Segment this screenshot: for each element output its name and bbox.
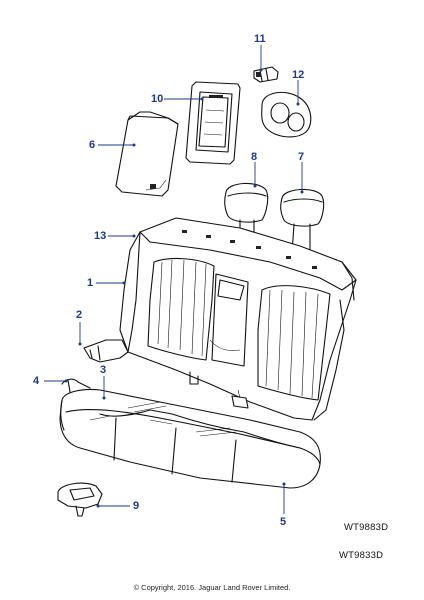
part-9-buckle-guide — [57, 482, 103, 517]
callout-1[interactable]: 1 — [87, 277, 94, 289]
callout-2[interactable]: 2 — [76, 309, 83, 321]
part-7-headrest — [280, 188, 325, 255]
part-4-front-edge — [61, 378, 91, 393]
part-6-armrest — [115, 111, 179, 197]
leader-lines — [44, 45, 304, 514]
callout-12[interactable]: 12 — [292, 69, 305, 81]
callout-9[interactable]: 9 — [133, 500, 140, 512]
part-11-clip — [253, 66, 279, 83]
callout-13[interactable]: 13 — [94, 230, 107, 242]
callout-6[interactable]: 6 — [89, 139, 96, 151]
callout-11[interactable]: 11 — [254, 33, 266, 45]
reference-code-secondary: WT9833D — [339, 550, 384, 561]
part-5-seat-cushion — [59, 388, 321, 489]
mounting-brackets — [189, 371, 249, 409]
callout-8[interactable]: 8 — [251, 151, 258, 163]
callout-5[interactable]: 5 — [280, 516, 287, 528]
reference-code-primary: WT9883D — [344, 522, 389, 533]
part-1-seat-back — [119, 217, 357, 421]
part-12-bezel — [261, 91, 312, 138]
copyright-notice: © Copyright, 2016. Jaguar Land Rover Lim… — [133, 583, 291, 592]
part-8-headrest — [224, 182, 269, 233]
part-2-side-trim — [83, 339, 129, 363]
callout-4[interactable]: 4 — [33, 375, 40, 387]
callout-7[interactable]: 7 — [298, 151, 305, 163]
callout-10[interactable]: 10 — [151, 93, 164, 105]
callout-3[interactable]: 3 — [100, 364, 107, 376]
part-10-frame — [185, 81, 241, 165]
